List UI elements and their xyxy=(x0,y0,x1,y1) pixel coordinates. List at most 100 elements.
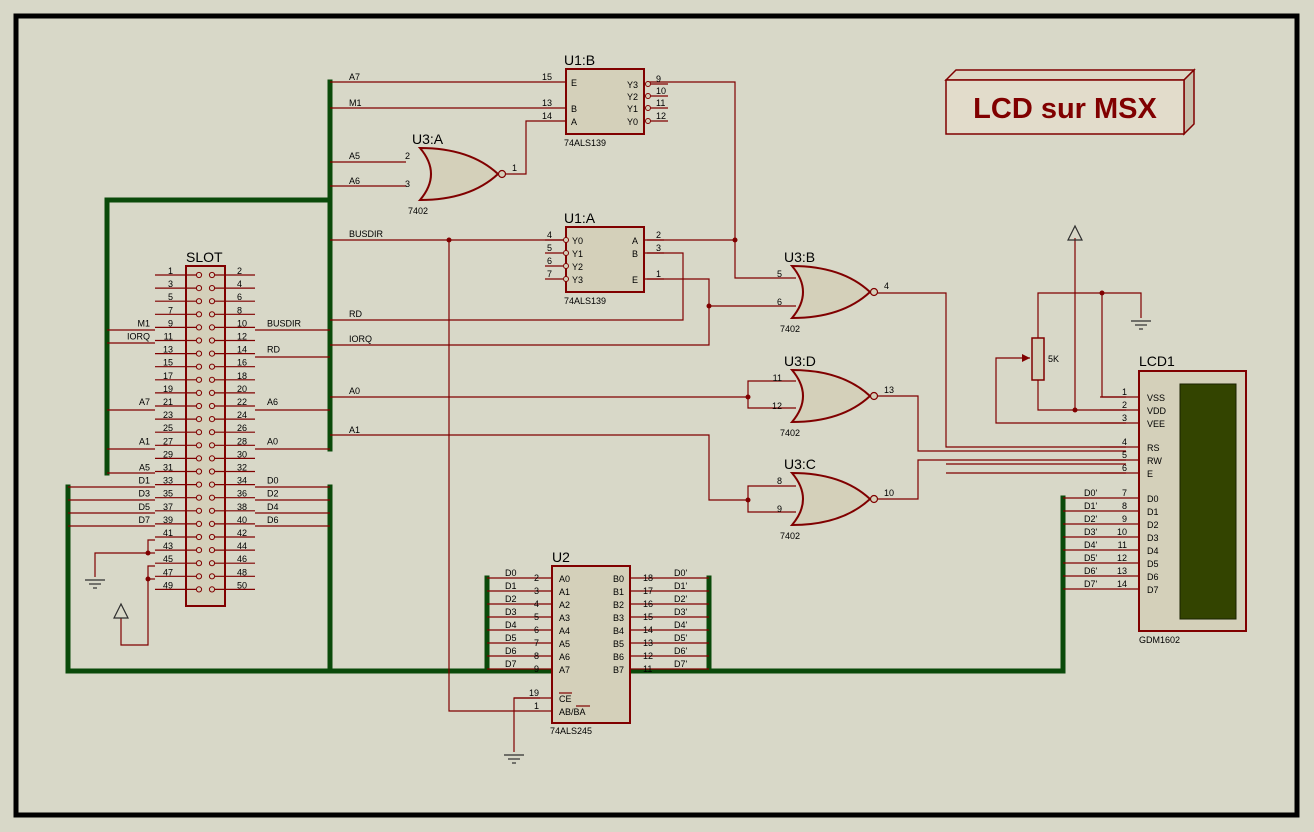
slot-pin-number: 34 xyxy=(237,476,247,486)
u2-pin-number: 1 xyxy=(534,701,539,711)
u2-pin-name: A1 xyxy=(559,587,570,597)
u2-b-net: D7' xyxy=(674,659,688,669)
u2-pin-number: 15 xyxy=(643,612,653,622)
inverter-bubble xyxy=(645,93,651,99)
u1a-pin-number: 3 xyxy=(656,243,661,253)
u1b-pin-name: E xyxy=(571,78,577,88)
slot-signal-left: IORQ xyxy=(127,332,150,342)
u1a-pin-number: 2 xyxy=(656,230,661,240)
slot-signal-right: A6 xyxy=(267,397,278,407)
slot-pin-number: 38 xyxy=(237,502,247,512)
slot-pin-dot xyxy=(195,389,203,396)
lcd-pin-number: 2 xyxy=(1122,400,1127,410)
inverter-bubble xyxy=(869,494,879,504)
slot-pin-dot xyxy=(208,586,216,593)
u1b-pin-number: 13 xyxy=(542,98,552,108)
slot-pin-number: 22 xyxy=(237,397,247,407)
lcd-pin-number: 7 xyxy=(1122,488,1127,498)
slot-signal-left: A5 xyxy=(139,463,150,473)
net-label-a7: A7 xyxy=(349,72,360,82)
lcd-pin-name: D0 xyxy=(1147,494,1159,504)
slot-pin-number: 47 xyxy=(163,567,173,577)
inverter-bubble xyxy=(869,391,879,401)
u2-pin-number: 9 xyxy=(534,664,539,674)
sheet-frame xyxy=(13,13,1300,818)
u2-a-net: D0 xyxy=(505,568,517,578)
u2-pin-number: 5 xyxy=(534,612,539,622)
u2-b-net: D6' xyxy=(674,646,688,656)
u2-pin-number: 11 xyxy=(643,664,652,674)
u3d-pin-number: 13 xyxy=(884,385,894,395)
slot-signal-right: BUSDIR xyxy=(267,318,302,328)
slot-pin-number: 18 xyxy=(237,371,247,381)
u3a-pin-number: 2 xyxy=(405,151,410,161)
u2-pin-number: 12 xyxy=(643,651,653,661)
slot-signal-right: D6 xyxy=(267,515,279,525)
slot-pin-number: 36 xyxy=(237,489,247,499)
u1a-pin-name: E xyxy=(632,275,638,285)
title-block: LCD sur MSX xyxy=(944,68,1196,136)
slot-signal-left: D7 xyxy=(138,515,150,525)
u1a-pin-name: Y0 xyxy=(572,236,583,246)
u1b-pin-name: B xyxy=(571,104,577,114)
lcd-pin-number: 14 xyxy=(1117,579,1127,589)
u2-pin-number: 8 xyxy=(534,651,539,661)
slot-pin-dot xyxy=(208,363,216,370)
slot-pin-dot xyxy=(195,311,203,318)
lcd-pin-number: 3 xyxy=(1122,413,1127,423)
slot-pin-dot xyxy=(195,271,203,279)
slot-pin-dot xyxy=(195,547,203,554)
slot-pin-number: 15 xyxy=(163,358,173,368)
lcd-pin-name: VEE xyxy=(1147,419,1165,429)
slot-pin-number: 49 xyxy=(163,580,173,590)
slot-pin-number: 2 xyxy=(237,266,242,276)
inverter-bubble xyxy=(563,237,569,243)
u2-a-net: D3 xyxy=(505,607,517,617)
slot-pin-number: 35 xyxy=(163,489,173,499)
u1a-pin-name: Y1 xyxy=(572,249,583,259)
slot-pin-dot xyxy=(208,442,216,449)
u1a-pin-number: 4 xyxy=(547,230,552,240)
slot-pin-dot xyxy=(208,298,216,305)
slot-pin-dot xyxy=(195,560,203,567)
ground-icon xyxy=(1131,320,1151,330)
u2-pin-name: B4 xyxy=(613,626,624,636)
slot-pin-dot xyxy=(195,573,203,580)
u1b-pin-name: Y0 xyxy=(627,117,638,127)
u3c-ref: U3:C xyxy=(784,456,816,472)
slot-pin-dot xyxy=(208,560,216,567)
slot-pin-dot xyxy=(195,285,203,292)
slot-pin-number: 24 xyxy=(237,410,247,420)
slot-pin-number: 30 xyxy=(237,449,247,459)
lcd-screen xyxy=(1179,383,1237,620)
slot-pin-dot xyxy=(208,271,216,279)
vcc-icon xyxy=(1067,224,1083,241)
u3d-pin-number: 11 xyxy=(773,373,782,383)
lcd-pin-name: D4 xyxy=(1147,546,1159,556)
slot-pin-number: 10 xyxy=(237,318,247,328)
u3d-part: 7402 xyxy=(780,428,800,438)
u3c-pin-number: 10 xyxy=(884,488,894,498)
slot-pin-dot xyxy=(195,520,203,528)
slot-connector: SLOT13579M111IORQ1315171921A7232527A1293… xyxy=(127,249,302,607)
u2-pin-number: 18 xyxy=(643,573,653,583)
lcd-pin-number: 12 xyxy=(1117,553,1127,563)
u2-pin-name: A2 xyxy=(559,600,570,610)
u1b-pin-number: 14 xyxy=(542,111,552,121)
slot-pin-number: 19 xyxy=(163,384,173,394)
slot-pin-number: 43 xyxy=(163,541,173,551)
slot-pin-number: 5 xyxy=(168,292,173,302)
inverter-bubble xyxy=(645,105,651,111)
net-label-rd: RD xyxy=(349,309,362,319)
title-text: LCD sur MSX xyxy=(973,93,1157,125)
u2-b-net: D1' xyxy=(674,581,688,591)
slot-pin-number: 41 xyxy=(163,528,173,538)
inverter-bubble xyxy=(563,276,569,282)
inverter-bubble xyxy=(645,118,651,124)
u3d-pin-number: 12 xyxy=(772,401,782,411)
slot-pin-number: 48 xyxy=(237,567,247,577)
u2-pin-number: 13 xyxy=(643,638,653,648)
slot-signal-left: D3 xyxy=(138,489,150,499)
u2-ref: U2 xyxy=(552,549,570,565)
